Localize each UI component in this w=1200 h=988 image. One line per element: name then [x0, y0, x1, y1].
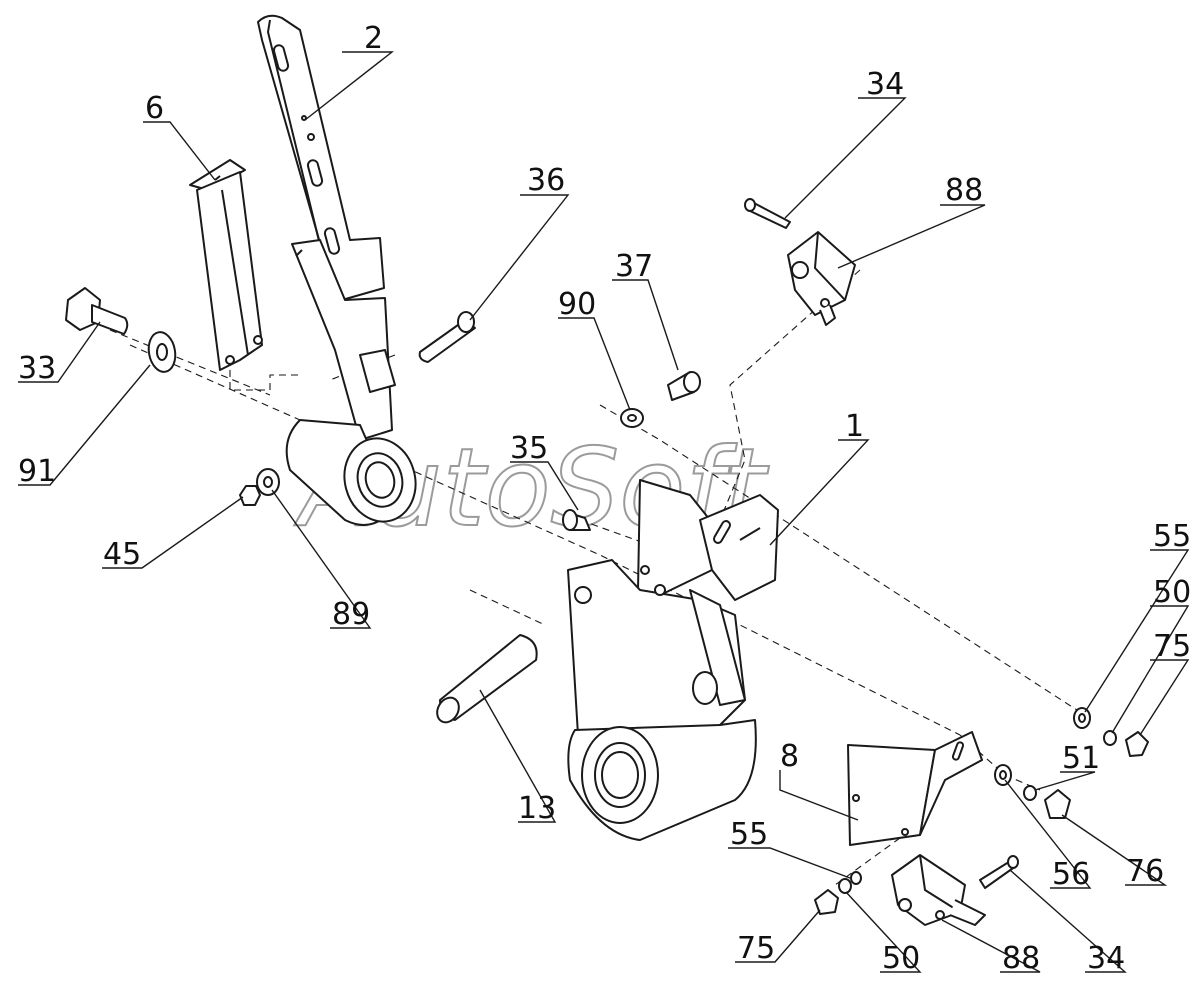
bracket-plate-part-6	[189, 159, 263, 371]
callout-55-bottom: 55	[730, 817, 768, 852]
callout-55-right: 55	[1153, 519, 1191, 554]
hardware-right-lower	[994, 764, 1071, 819]
callout-labels: 2 6 36 34 88 37 90 33 91 35 1 45 89 55 5…	[18, 21, 1191, 976]
main-bracket-part-1	[567, 479, 779, 841]
callout-35: 35	[510, 431, 548, 466]
washer-screw-parts-90-37	[620, 371, 701, 428]
pin-part-34-bottom	[979, 855, 1019, 889]
callout-34-top: 34	[866, 67, 904, 102]
callout-45: 45	[103, 537, 141, 572]
callout-56: 56	[1052, 857, 1090, 892]
washer-part-91	[147, 331, 177, 373]
micro-switch-part-88-bottom	[891, 854, 986, 926]
hex-bolt-part-33	[65, 287, 129, 335]
hardware-right-upper	[1073, 707, 1149, 757]
lever-arm-part-2	[257, 14, 396, 441]
shaft-part-13	[436, 634, 538, 724]
callout-88-top: 88	[945, 173, 983, 208]
bushing-housing	[285, 419, 417, 526]
callout-1: 1	[845, 409, 864, 444]
callout-50-bottom: 50	[882, 941, 920, 976]
callout-89: 89	[332, 597, 370, 632]
callout-90: 90	[558, 287, 596, 322]
callout-8: 8	[780, 739, 799, 774]
nut-washer-parts-45-89	[239, 468, 280, 506]
callout-75-bottom: 75	[737, 931, 775, 966]
pin-part-34-top	[744, 198, 791, 229]
callout-36: 36	[527, 163, 565, 198]
callout-33: 33	[18, 351, 56, 386]
small-bracket-part-8	[847, 731, 983, 846]
hardware-bottom-left	[814, 871, 862, 915]
screw-part-35	[562, 509, 591, 531]
callout-6: 6	[145, 91, 164, 126]
callout-88-bottom: 88	[1002, 941, 1040, 976]
callout-75-right: 75	[1153, 629, 1191, 664]
callout-76: 76	[1126, 854, 1164, 889]
pin-part-36	[418, 311, 476, 363]
callout-50-right: 50	[1153, 575, 1191, 610]
micro-switch-part-88-top	[787, 231, 856, 326]
callout-34-bottom: 34	[1087, 941, 1125, 976]
leader-lines	[18, 51, 1190, 973]
callout-13: 13	[518, 791, 556, 826]
callout-51: 51	[1062, 741, 1100, 776]
callout-37: 37	[615, 249, 653, 284]
callout-91: 91	[18, 454, 56, 489]
callout-2: 2	[364, 21, 383, 56]
